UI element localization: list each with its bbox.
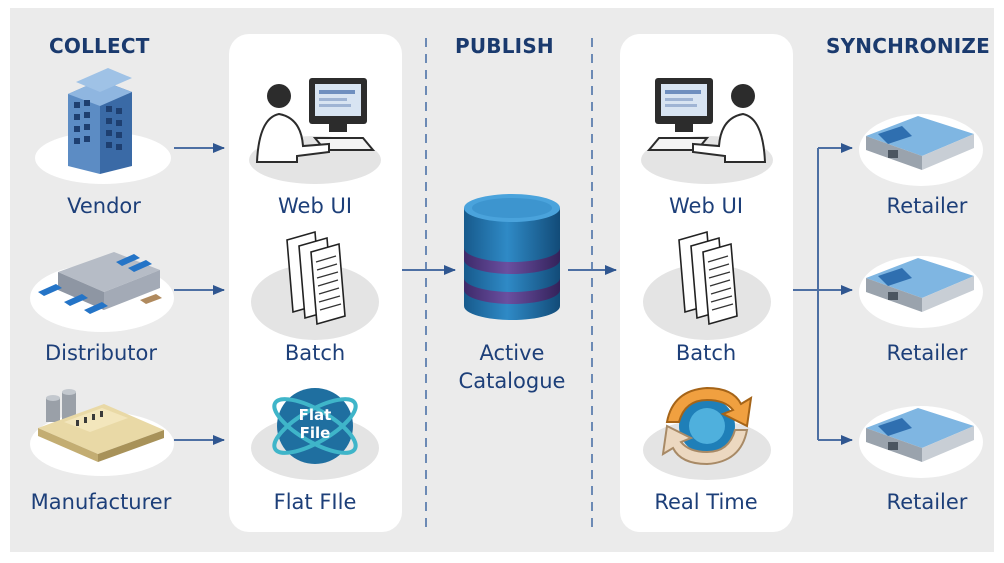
document-stack-icon	[251, 230, 379, 340]
database-icon	[464, 194, 560, 320]
source-label-vendor: Vendor	[67, 194, 141, 218]
outbound-label-realtime: Real Time	[654, 490, 758, 514]
section-title-synchronize: SYNCHRONIZE	[826, 34, 990, 58]
retailer-label-1: Retailer	[886, 194, 968, 218]
flat-file-globe-icon: Flat File	[251, 388, 379, 480]
retailer-label-2: Retailer	[886, 341, 968, 365]
retailer-label-3: Retailer	[886, 490, 968, 514]
office-building-icon	[35, 68, 171, 184]
outbound-label-webui: Web UI	[668, 194, 744, 218]
source-label-manufacturer: Manufacturer	[30, 490, 172, 514]
person-at-computer-icon	[249, 78, 381, 184]
store-building-icon	[859, 256, 983, 328]
store-building-icon	[859, 114, 983, 186]
person-at-computer-icon	[641, 78, 773, 184]
catalogue-label-line1: Active	[479, 341, 545, 365]
catalogue-label-line2: Catalogue	[458, 369, 566, 393]
sync-arrows-icon	[643, 386, 771, 480]
warehouse-trucks-icon	[30, 252, 174, 332]
inbound-label-flatfile: Flat FIle	[273, 490, 357, 514]
inbound-label-batch: Batch	[284, 341, 346, 365]
factory-icon	[30, 389, 174, 476]
document-stack-icon	[643, 230, 771, 340]
source-label-distributor: Distributor	[44, 341, 157, 365]
outbound-label-batch: Batch	[675, 341, 737, 365]
flat-file-badge-line1: Flat	[299, 406, 332, 424]
section-title-publish: PUBLISH	[455, 34, 554, 58]
section-title-collect: COLLECT	[49, 34, 150, 58]
store-building-icon	[859, 406, 983, 478]
inbound-label-webui: Web UI	[277, 194, 353, 218]
flat-file-badge-line2: File	[300, 424, 331, 442]
